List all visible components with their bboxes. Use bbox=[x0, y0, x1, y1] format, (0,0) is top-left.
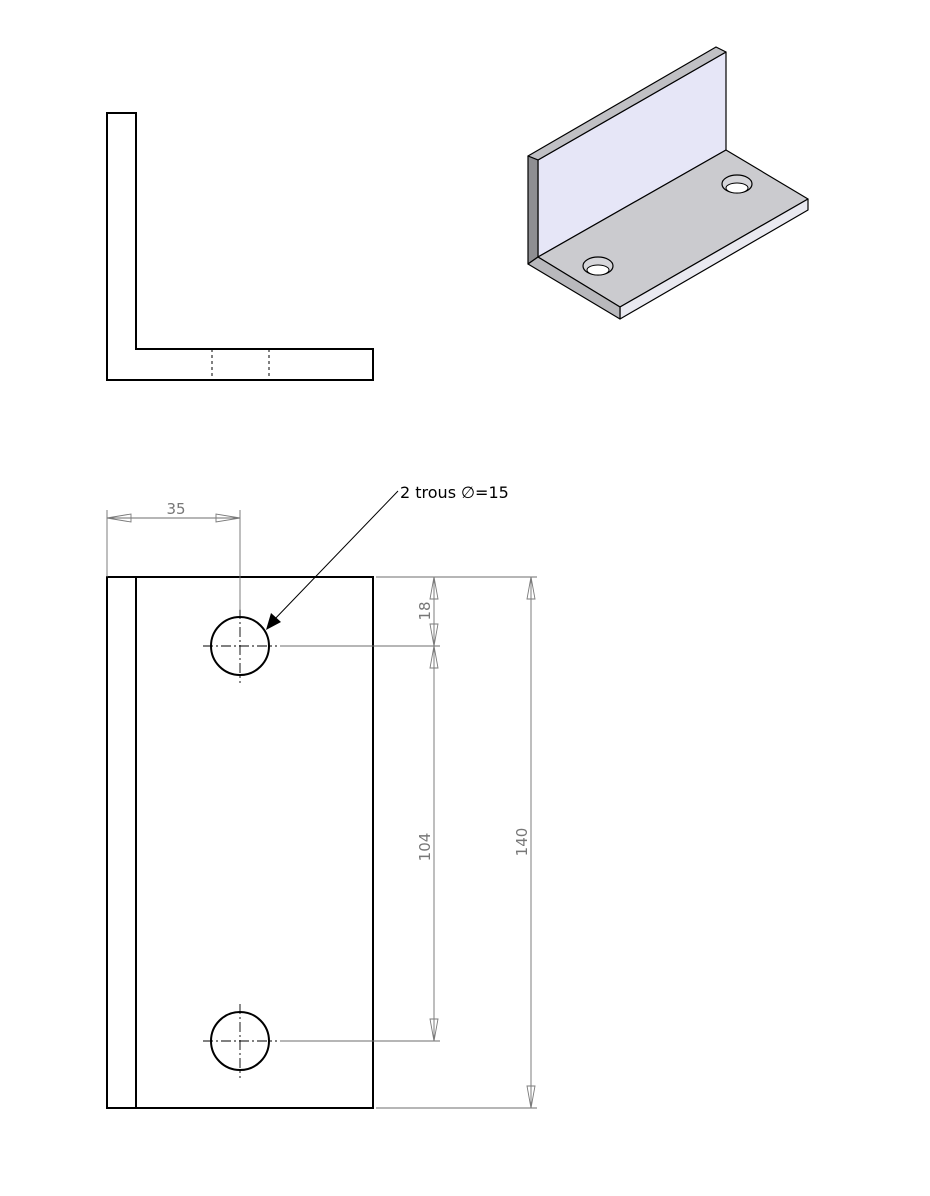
side-view bbox=[106, 112, 374, 381]
iso-left-edge bbox=[527, 155, 539, 265]
dim-18-label: 18 bbox=[416, 601, 434, 620]
isometric-view bbox=[527, 46, 809, 320]
dim-35-label: 35 bbox=[166, 500, 185, 518]
leader-arrowhead bbox=[266, 613, 281, 630]
iso-hole-back bbox=[721, 174, 753, 194]
top-view bbox=[106, 576, 374, 1109]
dim-35: 35 bbox=[106, 500, 241, 610]
side-view-outline bbox=[106, 112, 374, 381]
hole-note-label: 2 trous ∅=15 bbox=[400, 483, 509, 502]
hole-callout: 2 trous ∅=15 bbox=[266, 483, 509, 630]
right-extension-lines bbox=[280, 576, 537, 1109]
dim-104-label: 104 bbox=[416, 833, 434, 862]
hole-bottom bbox=[203, 1004, 277, 1078]
hole-top bbox=[203, 609, 277, 683]
iso-base-left-edge bbox=[527, 256, 621, 320]
dim-18: 18 bbox=[416, 576, 439, 647]
dim-104: 104 bbox=[416, 645, 439, 1042]
dim-140: 140 bbox=[513, 576, 536, 1109]
dim-140-label: 140 bbox=[513, 828, 531, 857]
iso-hole-front bbox=[582, 256, 614, 276]
